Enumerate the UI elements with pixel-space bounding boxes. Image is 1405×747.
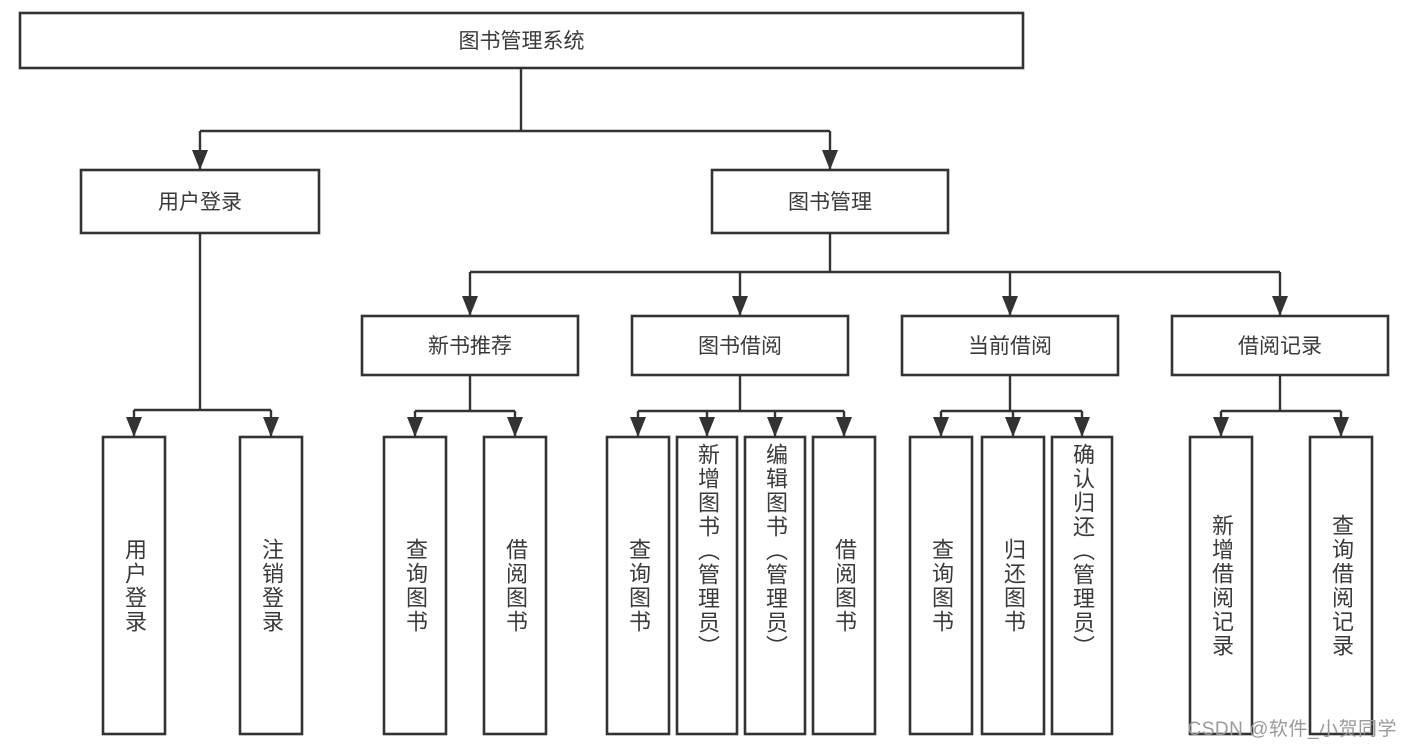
arrowhead-root-level2-1 xyxy=(822,150,838,170)
node-level3-0-label: 新书推荐 xyxy=(428,335,512,358)
arrowhead-root-level2-0 xyxy=(192,150,208,170)
node-level2-1-label: 图书管理 xyxy=(788,191,872,214)
arrowhead-books-level3-2 xyxy=(1002,296,1018,316)
arrowhead-borrow-leaves-1 xyxy=(699,417,715,437)
arrowhead-newbook-leaves-0 xyxy=(407,417,423,437)
arrowhead-current-leaves-2 xyxy=(1074,417,1090,437)
node-level2-0[interactable] xyxy=(79,168,321,235)
node-level3-3-label: 借阅记录 xyxy=(1238,335,1322,358)
arrowhead-current-leaves-0 xyxy=(933,417,949,437)
node-level3-3[interactable] xyxy=(1170,314,1390,377)
arrowhead-borrow-leaves-3 xyxy=(836,417,852,437)
arrowhead-books-level3-0 xyxy=(462,296,478,316)
node-level3-2-label: 当前借阅 xyxy=(968,335,1052,358)
node-leaf-11[interactable] xyxy=(1188,435,1254,736)
arrowhead-books-level3-3 xyxy=(1272,296,1288,316)
arrowhead-newbook-leaves-1 xyxy=(507,417,523,437)
node-leaf-7[interactable] xyxy=(811,435,877,736)
node-root-system[interactable] xyxy=(18,11,1025,70)
node-boxes xyxy=(18,11,1390,736)
arrowhead-user-leaves-1 xyxy=(263,417,279,437)
node-leaf-9[interactable] xyxy=(980,435,1046,736)
node-leaf-6[interactable] xyxy=(743,435,807,736)
node-level3-0[interactable] xyxy=(360,314,580,377)
arrowhead-current-leaves-1 xyxy=(1005,417,1021,437)
node-level3-1[interactable] xyxy=(630,314,850,377)
arrowhead-borrow-leaves-2 xyxy=(767,417,783,437)
watermark-text: CSDN @软件_小贺同学 xyxy=(1187,719,1397,740)
node-level3-1-label: 图书借阅 xyxy=(698,335,782,358)
arrowhead-borrow-leaves-0 xyxy=(630,417,646,437)
arrowhead-user-leaves-0 xyxy=(126,417,142,437)
arrowhead-record-leaves-1 xyxy=(1333,417,1349,437)
node-level3-2[interactable] xyxy=(900,314,1120,377)
node-leaf-8[interactable] xyxy=(908,435,974,736)
connector-lines xyxy=(126,68,1349,437)
node-leaf-5[interactable] xyxy=(675,435,739,736)
node-leaf-3[interactable] xyxy=(482,435,548,736)
node-leaf-10[interactable] xyxy=(1050,435,1114,736)
node-root-system-label: 图书管理系统 xyxy=(459,30,585,53)
node-leaf-2[interactable] xyxy=(382,435,448,736)
node-leaf-4[interactable] xyxy=(605,435,671,736)
node-level2-1[interactable] xyxy=(710,168,950,235)
arrowhead-record-leaves-0 xyxy=(1213,417,1229,437)
node-leaf-0[interactable] xyxy=(101,435,167,736)
node-leaf-12[interactable] xyxy=(1308,435,1374,736)
node-level2-0-label: 用户登录 xyxy=(158,191,242,214)
arrowhead-books-level3-1 xyxy=(732,296,748,316)
node-leaf-1[interactable] xyxy=(238,435,304,736)
